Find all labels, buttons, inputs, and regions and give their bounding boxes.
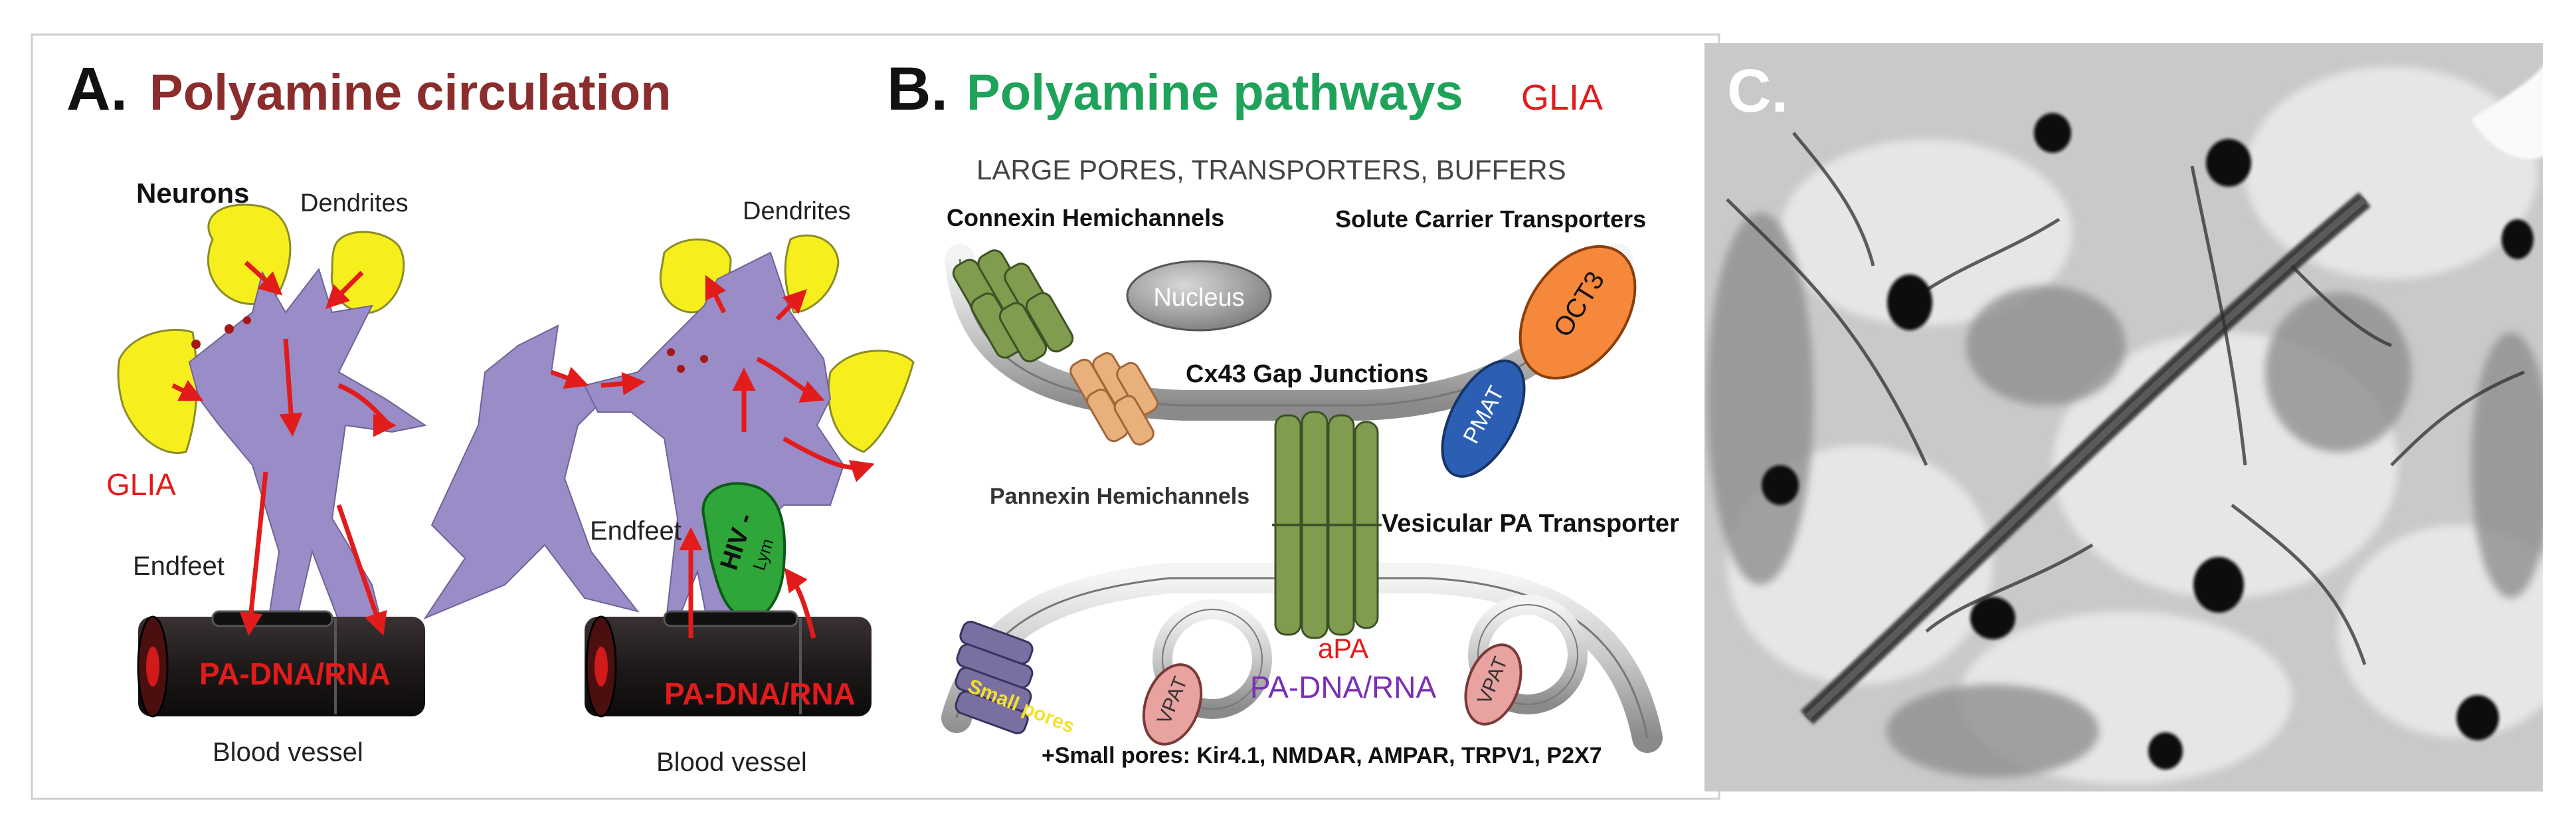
vesicle-left	[1152, 599, 1272, 719]
arrow-a6	[239, 471, 268, 636]
cell-body-1	[1887, 274, 1932, 330]
panel-c-letter: C.	[1727, 57, 1788, 125]
blood-vessel-left	[137, 610, 425, 718]
vesicle-right	[1468, 595, 1588, 714]
arrow-a9	[600, 371, 646, 395]
neuron-terminal-6	[827, 350, 915, 453]
vpat-left	[1142, 663, 1203, 746]
cell-body-6	[2456, 695, 2499, 740]
small-pores-channel	[955, 621, 1034, 734]
panel-c: C.	[1704, 43, 2543, 791]
pa-dna-rna-left: PA-DNA/RNA	[199, 657, 391, 691]
arrow-a5	[337, 383, 397, 437]
oct3-transporter	[1518, 245, 1637, 380]
blood-vessel-right	[585, 610, 872, 718]
arrow-a4	[279, 338, 303, 437]
pa-dna-rna-right: PA-DNA/RNA	[664, 677, 856, 711]
blood-vessel-right-label: Blood vessel	[656, 748, 807, 777]
glia-label-b: GLIA	[1521, 78, 1603, 118]
cx43-label: Cx43 Gap Junctions	[1186, 360, 1428, 388]
panel-b-title: Polyamine pathways	[966, 64, 1463, 121]
astrocyte-left	[188, 267, 427, 639]
red-arrows	[171, 261, 875, 639]
arrow-a14	[782, 436, 875, 482]
pannexin-label: Pannexin Hemichannels	[990, 484, 1249, 509]
panel-b: B. Polyamine pathways GLIA LARGE PORES, …	[887, 55, 1679, 768]
polyamine-dots	[191, 316, 708, 373]
endfeet-left-label: Endfeet	[133, 552, 225, 581]
panel-a-title: Polyamine circulation	[149, 64, 672, 121]
pmat-transporter	[1441, 360, 1526, 478]
neurons-label: Neurons	[136, 177, 249, 209]
nucleus-label: Nucleus	[1153, 284, 1244, 312]
dendrites-right-label: Dendrites	[743, 197, 851, 225]
pa-dna-rna-b: PA-DNA/RNA	[1250, 670, 1437, 704]
arrow-a2	[325, 270, 364, 309]
cell-body-5	[2193, 557, 2244, 613]
endfeet-right-label: Endfeet	[590, 516, 682, 546]
cell-body-7	[1762, 465, 1799, 505]
micrograph-texture	[1707, 66, 2543, 784]
arrow-a11	[775, 289, 807, 321]
arrow-a3	[171, 379, 204, 401]
panel-a-letter: A.	[66, 55, 128, 123]
panel-b-subtitle: LARGE PORES, TRANSPORTERS, BUFFERS	[976, 154, 1566, 185]
pannexin-hemichannel	[1069, 352, 1158, 446]
vpat-right	[1464, 643, 1522, 726]
arrow-a7	[336, 504, 387, 636]
arrow-a8	[550, 367, 589, 389]
apa-label: aPA	[1318, 633, 1368, 664]
cx43-gap-junction	[1272, 411, 1382, 639]
astrocyte-middle	[423, 324, 640, 620]
glia-label-a: GLIA	[106, 467, 176, 502]
cell-body-3	[2206, 139, 2251, 187]
blood-vessel-left-label: Blood vessel	[213, 738, 363, 767]
cell-body-2	[2034, 113, 2071, 153]
neuron-terminal-3	[117, 328, 199, 454]
arrow-a1	[244, 261, 283, 296]
arrow-a16	[784, 568, 816, 639]
solute-carrier-label: Solute Carrier Transporters	[1335, 205, 1646, 233]
small-pores-list: +Small pores: Kir4.1, NMDAR, AMPAR, TRPV…	[1042, 743, 1602, 768]
panel-a: A. Polyamine circulation HIV - Lym	[66, 55, 915, 777]
dendrites-left-label: Dendrites	[300, 189, 409, 217]
cell-body-4	[1970, 597, 2015, 639]
arrow-a10	[705, 274, 727, 314]
connexin-label: Connexin Hemichannels	[947, 204, 1224, 231]
arrow-a12	[756, 356, 825, 403]
nucleus	[1126, 260, 1272, 332]
connexin-hemichannel	[952, 249, 1074, 363]
vesicular-pa-label: Vesicular PA Transporter	[1382, 510, 1679, 538]
panel-b-letter: B.	[887, 55, 948, 123]
cell-body-9	[2148, 732, 2183, 770]
hiv-lymphocyte	[701, 482, 786, 621]
cell-body-8	[2502, 219, 2533, 259]
